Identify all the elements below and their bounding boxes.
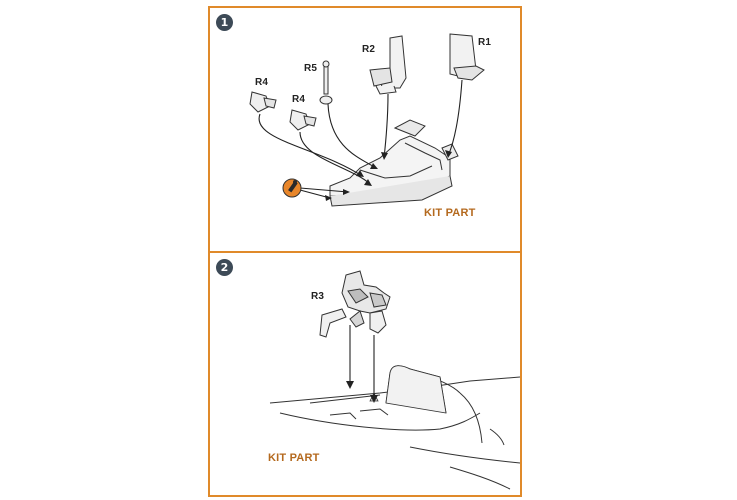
step-1-drawing [249,33,485,207]
assembly-arrows [258,79,463,199]
control-stick-part-drawing [319,60,333,105]
cockpit-tub-drawing [329,119,459,207]
seat-part-drawing [369,35,407,95]
step-number-badge: 1 [216,14,233,31]
seat-assembly-part-drawing [319,270,391,338]
seat-back-part-drawing [449,33,485,81]
glue-bottle-icon [282,178,302,198]
arrow-heads [325,150,452,201]
part-label-r4: R4 [255,77,269,88]
part-label-r3: R3 [311,291,325,302]
arrow-heads [346,381,378,403]
kit-part-note: KIT PART [424,207,476,219]
fuselage-fill [369,365,447,414]
part-label-r5: R5 [304,63,318,74]
step-number-badge: 2 [216,259,233,276]
step-1-panel: 1 [208,6,522,253]
step-2-panel: 2 [208,251,522,497]
kit-part-note: KIT PART [268,452,320,464]
part-label-r2: R2 [362,44,376,55]
step-2-drawing [269,270,520,490]
part-label-r4-second: R4 [292,94,306,105]
pedal-part-drawing [249,91,277,113]
part-label-r1: R1 [478,37,492,48]
pedal-part-drawing-2 [289,109,317,131]
assembly-arrows [349,325,375,397]
